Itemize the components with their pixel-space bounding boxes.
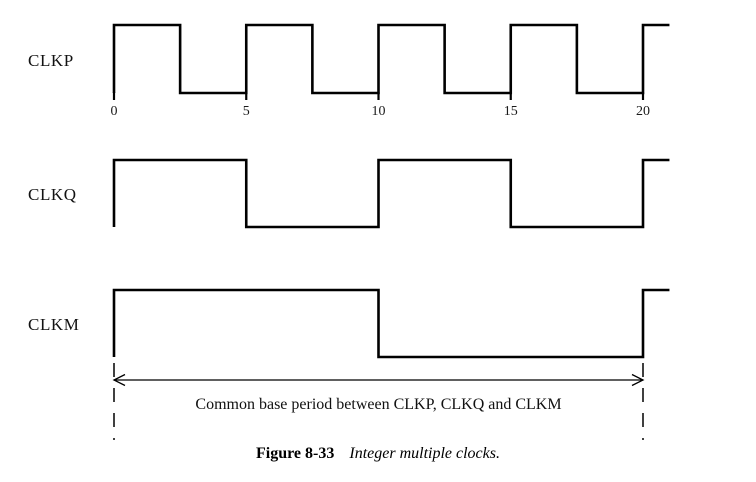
axis-tick-label-20: 20 <box>636 104 650 119</box>
figure-caption-text: Integer multiple clocks. <box>349 445 500 462</box>
axis-tick-label-10: 10 <box>372 104 386 119</box>
axis-tick-labels: 0 5 10 15 20 <box>111 104 651 119</box>
axis-tick-label-0: 0 <box>111 104 118 119</box>
figure-caption: Figure 8-33 Integer multiple clocks. <box>0 445 756 463</box>
waveform-clkq <box>112 158 670 229</box>
waveform-clkp <box>112 23 670 100</box>
axis-tick-stubs-clkp <box>112 92 645 100</box>
arrow-head-left-icon <box>112 373 126 387</box>
common-base-period-annotation: Common base period between CLKP, CLKQ an… <box>195 396 561 413</box>
arrow-head-right-icon <box>631 373 645 387</box>
figure-caption-label: Figure 8-33 <box>256 445 335 462</box>
waveform-path-clkq <box>112 158 670 229</box>
waveform-clkm <box>112 288 670 359</box>
axis-tick-label-5: 5 <box>243 104 250 119</box>
signal-label-clkq: CLKQ <box>28 185 77 204</box>
axis-tick-label-15: 15 <box>504 104 518 119</box>
waveform-path-clkp <box>112 23 670 95</box>
signal-label-clkm: CLKM <box>28 315 80 334</box>
waveform-path-clkm <box>112 288 670 359</box>
signal-label-clkp: CLKP <box>28 51 74 70</box>
measure-arrow <box>112 373 645 387</box>
